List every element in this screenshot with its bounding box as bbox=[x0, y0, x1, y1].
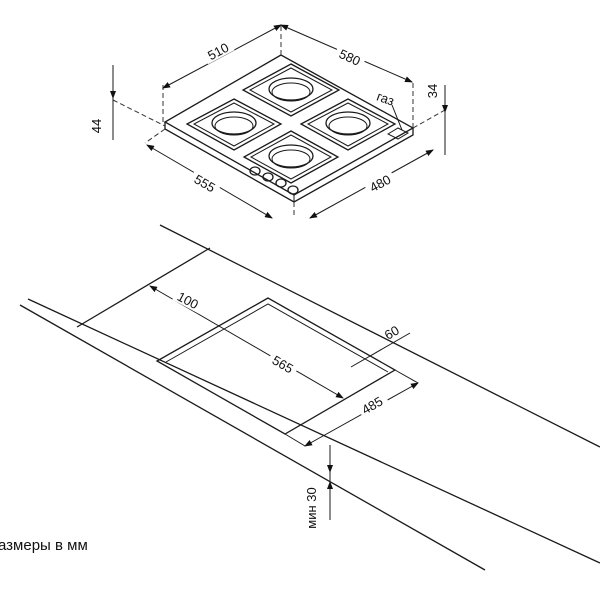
dim-60: 60 bbox=[382, 322, 402, 342]
burner-back bbox=[241, 63, 341, 117]
burners bbox=[185, 63, 397, 184]
units-note: азмеры в мм bbox=[0, 537, 88, 554]
hob-drawing: 510 580 555 480 44 34 газ bbox=[89, 24, 448, 219]
dim-34: 34 bbox=[425, 84, 440, 98]
dim-44: 44 bbox=[89, 119, 104, 133]
countertop-drawing: 100 565 485 60 мин 30 bbox=[19, 224, 600, 571]
burner-right bbox=[299, 98, 397, 151]
dim-min-30: мин 30 bbox=[304, 487, 319, 528]
countertop-back-edge bbox=[159, 224, 600, 448]
countertop-front-edge-bottom bbox=[19, 304, 486, 571]
gas-label: газ bbox=[375, 89, 397, 109]
gas-inlet bbox=[386, 127, 410, 140]
